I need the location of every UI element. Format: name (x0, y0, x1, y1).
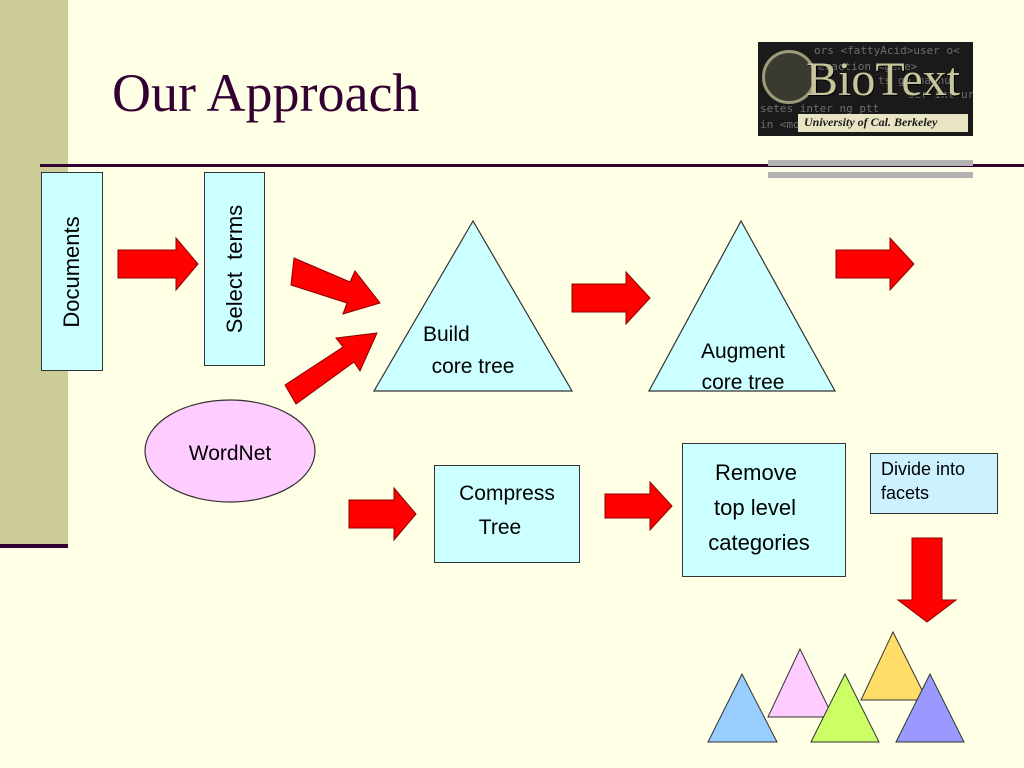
wordnet-label: WordNet (188, 442, 272, 465)
logo-code-line: eraction <gene> (818, 60, 918, 73)
facet-triangle-pink (767, 647, 834, 718)
arrow-build-to-augment (571, 270, 651, 326)
compress-tree-box: Compress Tree (434, 465, 580, 563)
divide-label-line2: facets (881, 483, 930, 503)
title-rule-accent-top (768, 160, 973, 166)
arrow-compress-to-remove (604, 480, 673, 532)
arrow-documents-to-select (117, 236, 199, 292)
compress-label-line2: Tree (478, 516, 522, 539)
divide-facets-box: Divide into facets (870, 453, 998, 514)
facet-triangle-yellow (860, 630, 928, 701)
logo-wordmark: BioText (806, 53, 960, 106)
augment-tree-label-line2: core tree (701, 371, 785, 394)
logo-code-line: ors <fattyAcid>user o< (814, 44, 960, 57)
select-terms-label: Select terms (221, 204, 247, 334)
divide-label-line1: Divide into (881, 459, 966, 479)
biotext-logo: ors <fattyAcid>user o< eraction <gene> t… (758, 42, 973, 136)
build-tree-label-line1: Build (423, 323, 470, 346)
compress-label-line1: Compress (459, 482, 555, 505)
arrow-augment-out (835, 236, 915, 292)
build-core-tree-triangle (372, 219, 574, 392)
arrow-wordnet-to-compress (348, 486, 417, 542)
documents-box: Documents (41, 172, 103, 371)
arrow-wordnet-to-build (284, 332, 378, 405)
arrow-divide-down (896, 537, 958, 623)
logo-subtitle: University of Cal. Berkeley (804, 115, 938, 129)
wordnet-ellipse (144, 399, 316, 503)
remove-label-line2: top level (714, 495, 796, 520)
augment-tree-label-line1: Augment (700, 340, 786, 363)
facet-triangle-green (810, 672, 880, 743)
remove-label-line1: Remove (715, 460, 797, 485)
logo-code-line: setes inter ng ptt (760, 102, 880, 115)
logo-subtitle-strip (798, 114, 968, 132)
remove-label-line3: categories (708, 530, 810, 555)
slide-title: Our Approach (112, 63, 420, 123)
title-rule-accent-bottom (768, 172, 973, 178)
arrow-select-to-build (290, 257, 381, 315)
documents-label: Documents (59, 215, 84, 328)
logo-code-line: ts ga na nu (878, 74, 951, 87)
uc-seal-icon (762, 50, 816, 104)
select-terms-box: Select terms (204, 172, 265, 366)
facet-triangle-blue (707, 672, 778, 743)
title-rule (40, 164, 1024, 167)
sidebar-underline (0, 544, 68, 548)
remove-categories-box: Remove top level categories (682, 443, 846, 577)
augment-core-tree-triangle (647, 219, 837, 392)
logo-code-line: ser int ura (908, 88, 973, 101)
facet-triangle-purple (895, 672, 965, 743)
build-tree-label-line2: core tree (431, 355, 515, 378)
